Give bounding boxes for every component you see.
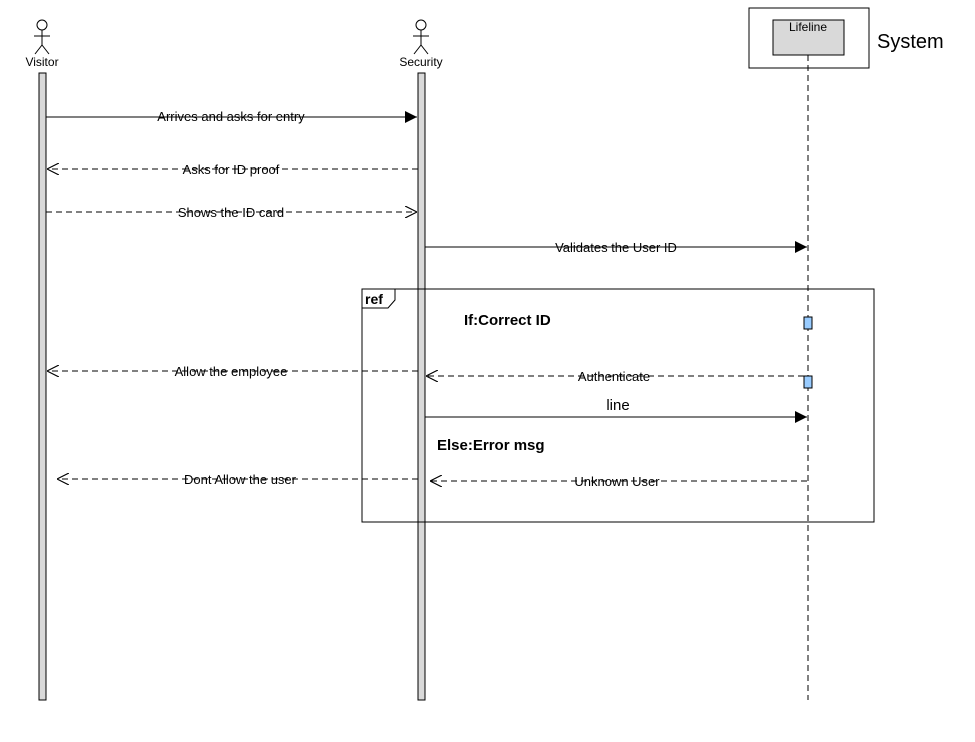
message-line[interactable]: line <box>425 397 807 423</box>
message-unknown-user[interactable]: Unknown User <box>430 474 807 489</box>
if-condition-label: If:Correct ID <box>464 312 551 329</box>
message-validates[interactable]: Validates the User ID <box>425 240 807 255</box>
message-label: Shows the ID card <box>178 205 284 220</box>
message-shows-id[interactable]: Shows the ID card <box>46 205 417 220</box>
message-dont-allow[interactable]: Dont Allow the user <box>57 472 418 487</box>
message-label: Unknown User <box>574 474 660 489</box>
security-label: Security <box>399 55 442 69</box>
fragment-frame <box>361 288 875 523</box>
message-authenticate[interactable]: Authenticate <box>426 369 804 384</box>
focus-box <box>803 316 813 330</box>
fragment-tag-box <box>362 288 396 309</box>
message-label: Validates the User ID <box>555 240 677 255</box>
else-condition-label: Else:Error msg <box>437 437 545 454</box>
message-label: line <box>606 397 629 414</box>
lifeline-label: Lifeline <box>789 20 827 34</box>
system-title: System <box>877 31 944 53</box>
message-arrives[interactable]: Arrives and asks for entry <box>46 109 417 124</box>
visitor-label: Visitor <box>25 55 58 69</box>
security-activation-bar <box>417 72 426 701</box>
message-label: Authenticate <box>578 369 650 384</box>
stick-figure-icon <box>34 19 50 55</box>
message-label: Allow the employee <box>175 364 288 379</box>
system-lifeline[interactable]: Lifeline System <box>748 7 944 700</box>
visitor-actor[interactable]: Visitor <box>25 19 59 69</box>
visitor-activation-bar <box>38 72 47 701</box>
message-label: Arrives and asks for entry <box>157 109 305 124</box>
focus-box <box>803 375 813 389</box>
message-label: Asks for ID proof <box>183 162 280 177</box>
message-asks-id[interactable]: Asks for ID proof <box>47 162 418 177</box>
message-allow-employee[interactable]: Allow the employee <box>47 364 418 379</box>
message-label: Dont Allow the user <box>184 472 297 487</box>
stick-figure-icon <box>413 19 429 55</box>
fragment-tag: ref <box>365 291 383 307</box>
ref-fragment[interactable]: ref If:Correct ID Else:Error msg <box>361 288 875 523</box>
security-actor[interactable]: Security <box>399 19 443 69</box>
